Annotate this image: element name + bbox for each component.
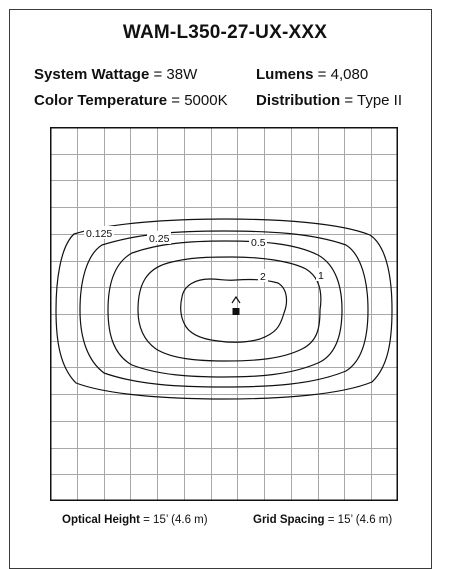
footer-value: = 15’ (4.6 m) bbox=[324, 514, 393, 526]
footer-label: Grid Spacing bbox=[253, 514, 325, 526]
spec-equals: = bbox=[167, 92, 185, 109]
spec-equals: = bbox=[149, 66, 167, 83]
contour-0.25 bbox=[79, 230, 369, 388]
spec-system-wattage: System Wattage = 38W bbox=[34, 66, 197, 83]
grid-lines bbox=[50, 127, 398, 501]
contour-label-1: 1 bbox=[318, 270, 324, 282]
spec-value: Type II bbox=[356, 92, 403, 109]
fixture-marker bbox=[231, 295, 241, 315]
spec-equals: = bbox=[313, 66, 331, 83]
grid-spacing: Grid Spacing = 15’ (4.6 m) bbox=[253, 514, 392, 526]
contour-1 bbox=[137, 256, 322, 362]
contour-0.5 bbox=[107, 240, 343, 378]
spec-label: Lumens bbox=[256, 66, 314, 83]
label-bg bbox=[316, 268, 326, 281]
label-bg bbox=[249, 235, 267, 248]
spec-value: 38W bbox=[166, 66, 198, 83]
spec-label: Color Temperature bbox=[34, 92, 168, 109]
product-title: WAM-L350-27-UX-XXX bbox=[122, 22, 328, 43]
spec-lumens: Lumens = 4,080 bbox=[256, 66, 368, 83]
fixture-arrow-icon bbox=[231, 295, 241, 304]
contour-lines bbox=[55, 218, 393, 400]
footer-label: Optical Height bbox=[62, 514, 140, 526]
fixture-square-icon bbox=[232, 308, 240, 315]
spec-color-temperature: Color Temperature = 5000K bbox=[34, 92, 228, 109]
spec-label: Distribution bbox=[256, 92, 341, 109]
spec-label: System Wattage bbox=[34, 66, 150, 83]
spec-value: 4,080 bbox=[330, 66, 369, 83]
isofootcandle-plot: 0.125 0.25 0.5 1 2 bbox=[50, 127, 398, 501]
label-bg bbox=[147, 231, 171, 244]
spec-distribution: Distribution = Type II bbox=[256, 92, 402, 109]
contour-label-0.125: 0.125 bbox=[86, 228, 112, 240]
optical-height: Optical Height = 15’ (4.6 m) bbox=[62, 514, 208, 526]
spec-equals: = bbox=[340, 92, 357, 109]
contour-label-0.25: 0.25 bbox=[149, 233, 170, 245]
label-bg bbox=[84, 226, 114, 239]
plot-border bbox=[50, 127, 398, 501]
contour-0.125 bbox=[55, 218, 393, 400]
footer-value: = 15’ (4.6 m) bbox=[139, 514, 208, 526]
contour-2 bbox=[180, 278, 288, 343]
label-bg bbox=[258, 269, 268, 282]
spec-value: 5000K bbox=[184, 92, 228, 109]
contour-label-2: 2 bbox=[260, 271, 266, 283]
isofootcandle-svg: 0.125 0.25 0.5 1 2 bbox=[50, 127, 398, 501]
contour-labels: 0.125 0.25 0.5 1 2 bbox=[84, 226, 326, 283]
contour-label-0.5: 0.5 bbox=[251, 237, 266, 249]
